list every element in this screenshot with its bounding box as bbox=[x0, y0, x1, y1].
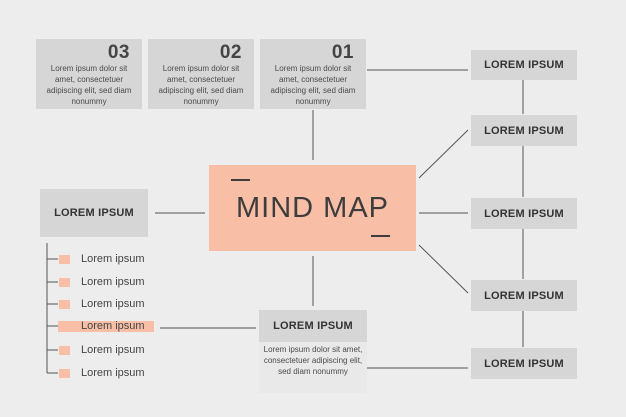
title-dash-bottom bbox=[371, 235, 390, 237]
bottom-box-text: Lorem ipsum dolor sit amet, consectetuer… bbox=[259, 342, 367, 393]
left-box-label: LOREM IPSUM bbox=[54, 207, 134, 219]
list-bullet bbox=[59, 278, 70, 287]
mind-map-center: MIND MAP bbox=[209, 165, 416, 251]
right-box-label: LOREM IPSUM bbox=[484, 357, 564, 370]
bottom-box-label: LOREM IPSUM bbox=[273, 320, 353, 332]
list-item: Lorem ipsum bbox=[81, 253, 145, 265]
list-item-highlighted: Lorem ipsum bbox=[81, 320, 145, 332]
top-box-01: 01 Lorem ipsum dolor sit amet, consectet… bbox=[260, 39, 366, 109]
title-dash-top bbox=[231, 179, 250, 181]
top-box-03: 03 Lorem ipsum dolor sit amet, consectet… bbox=[36, 39, 142, 109]
list-item: Lorem ipsum bbox=[81, 344, 145, 356]
right-box-label: LOREM IPSUM bbox=[484, 289, 564, 302]
right-box-5: LOREM IPSUM bbox=[471, 348, 577, 379]
right-box-1: LOREM IPSUM bbox=[471, 50, 577, 80]
list-item: Lorem ipsum bbox=[81, 298, 145, 310]
right-box-4: LOREM IPSUM bbox=[471, 280, 577, 311]
right-box-label: LOREM IPSUM bbox=[484, 124, 564, 137]
box-number: 02 bbox=[219, 42, 242, 63]
box-number: 01 bbox=[331, 42, 354, 63]
box-number: 03 bbox=[107, 42, 130, 63]
list-item: Lorem ipsum bbox=[81, 367, 145, 379]
list-bullet bbox=[59, 369, 70, 378]
list-item: Lorem ipsum bbox=[81, 276, 145, 288]
box-text: Lorem ipsum dolor sit amet, consectetuer… bbox=[46, 64, 132, 106]
left-box: LOREM IPSUM bbox=[40, 189, 148, 237]
right-box-label: LOREM IPSUM bbox=[484, 207, 564, 220]
right-box-label: LOREM IPSUM bbox=[484, 59, 564, 71]
bottom-box: LOREM IPSUM bbox=[259, 310, 367, 342]
list-bullet bbox=[59, 300, 70, 309]
list-bullet bbox=[59, 346, 70, 355]
list-highlight bbox=[58, 321, 154, 332]
right-box-2: LOREM IPSUM bbox=[471, 115, 577, 146]
top-box-02: 02 Lorem ipsum dolor sit amet, consectet… bbox=[148, 39, 254, 109]
box-text: Lorem ipsum dolor sit amet, consectetuer… bbox=[158, 64, 244, 106]
center-title: MIND MAP bbox=[236, 191, 389, 224]
box-text: Lorem ipsum dolor sit amet, consectetuer… bbox=[270, 64, 356, 106]
right-box-3: LOREM IPSUM bbox=[471, 198, 577, 229]
list-bullet bbox=[59, 255, 70, 264]
